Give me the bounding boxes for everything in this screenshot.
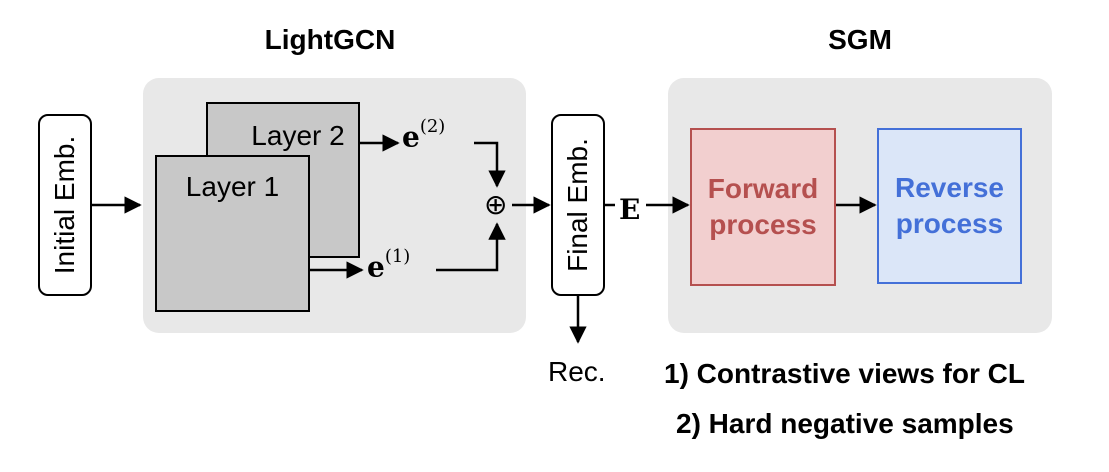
lightgcn-title: LightGCN bbox=[264, 24, 396, 55]
arrow-e2-to-sum bbox=[474, 141, 506, 188]
e2-label: e(2) bbox=[402, 116, 446, 154]
sum-symbol: ⊕ bbox=[484, 188, 508, 221]
note-1: 1) Contrastive views for CL bbox=[664, 358, 1025, 389]
forward-process-box: Forward process bbox=[690, 128, 836, 286]
e1-label: e(1) bbox=[367, 246, 411, 284]
layer-1-box: Layer 1 bbox=[155, 155, 310, 312]
initial-emb-box: Initial Emb. bbox=[38, 114, 92, 296]
final-emb-box: Final Emb. bbox=[551, 114, 605, 296]
note-2: 2) Hard negative samples bbox=[676, 408, 1014, 439]
E-label: E bbox=[619, 193, 641, 226]
layer-1-label: Layer 1 bbox=[185, 171, 280, 202]
reverse-process-box: Reverse process bbox=[877, 128, 1022, 284]
rec-label: Rec. bbox=[548, 356, 606, 387]
arrow-e1-to-sum bbox=[436, 222, 506, 272]
reverse-process-label: Reverse process bbox=[895, 171, 1004, 239]
layer-2-label: Layer 2 bbox=[251, 120, 345, 151]
forward-process-label: Forward process bbox=[707, 172, 819, 240]
sgm-title: SGM bbox=[828, 24, 892, 55]
